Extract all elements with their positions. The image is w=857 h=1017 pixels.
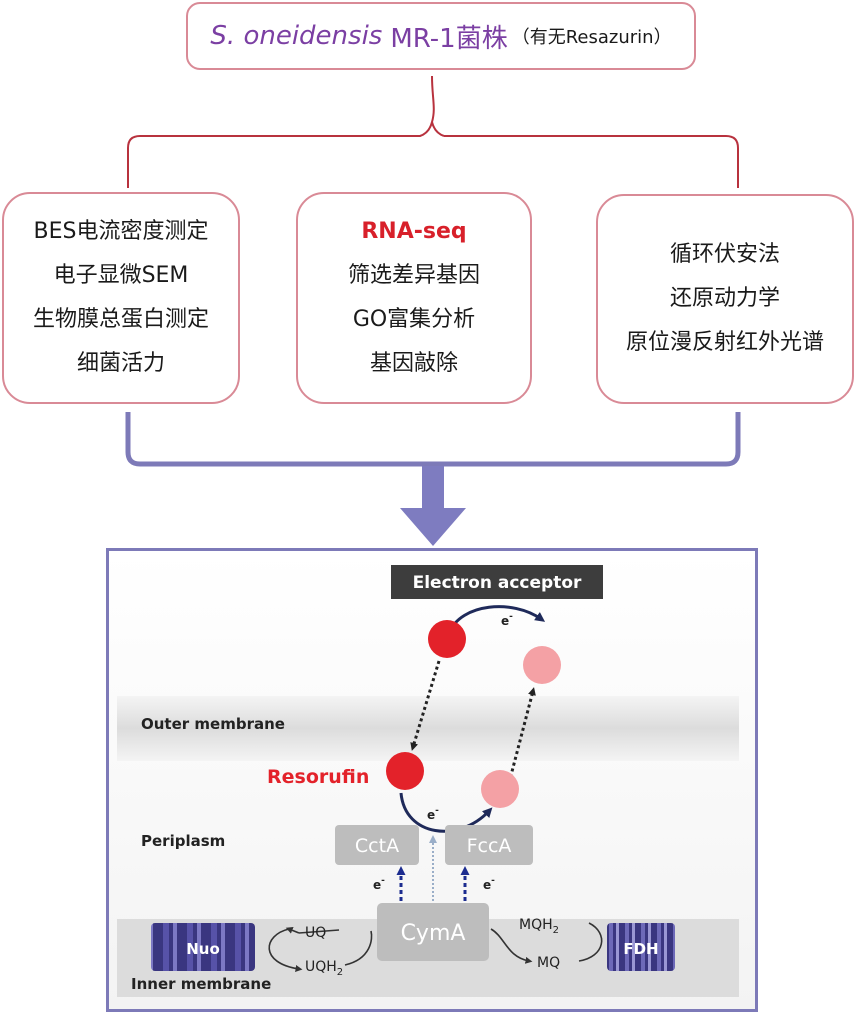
reduced-molecule	[481, 770, 519, 808]
method-item: 还原动力学	[669, 286, 780, 311]
outer-membrane-band	[117, 696, 739, 761]
mq-label: MQ	[537, 955, 560, 971]
spectroscopy-box: 循环伏安法 还原动力学 原位漫反射红外光谱	[596, 194, 854, 404]
electron-transfer-diagram: Electron acceptor e- Outer membrane Peri…	[106, 548, 758, 1012]
method-item: 电子显微SEM	[53, 263, 189, 288]
uq-line	[298, 929, 340, 934]
transcriptomics-box: RNA-seq 筛选差异基因 GO富集分析 基因敲除	[296, 192, 532, 404]
species-name: S. oneidensis	[210, 21, 383, 51]
strain-name: MR-1菌株	[390, 23, 508, 54]
method-item: 循环伏安法	[669, 242, 780, 267]
mq-cycle-right	[578, 922, 603, 962]
electron-acceptor-label: Electron acceptor	[413, 573, 582, 593]
method-item: 生物膜总蛋白测定	[32, 307, 209, 332]
method-item: 原位漫反射红外光谱	[625, 330, 824, 355]
down-arrow	[400, 466, 466, 546]
method-item-highlight: RNA-seq	[361, 219, 467, 244]
diagram-canvas: Electron acceptor e- Outer membrane Peri…	[109, 551, 755, 1009]
method-item: 筛选差异基因	[347, 263, 480, 288]
diffusion-arrow-down	[410, 660, 441, 751]
uq-cycle-left	[268, 928, 303, 972]
periplasm-label: Periplasm	[141, 832, 225, 850]
fdh-label: FDH	[623, 940, 658, 958]
electron-acceptor-header	[391, 565, 603, 599]
diffusion-arrow-up	[507, 687, 536, 784]
method-item: 基因敲除	[369, 351, 458, 376]
electron-label-mid: e-	[427, 806, 439, 822]
electron-label-right: e-	[483, 876, 495, 892]
connector-lines	[125, 75, 741, 546]
reduced-molecule-top	[523, 646, 561, 684]
mqh2-label: MQH2	[519, 917, 559, 936]
method-item: GO富集分析	[352, 307, 476, 332]
electrochem-box: BES电流密度测定 电子显微SEM 生物膜总蛋白测定 细菌活力	[2, 192, 240, 404]
nuo-complex	[151, 923, 255, 971]
cyma-protein	[377, 903, 489, 961]
uq-cycle-right	[344, 930, 373, 966]
bottom-cycle-arrow	[399, 792, 493, 833]
uq-arrowhead	[285, 927, 300, 934]
resorufin-label: Resorufin	[267, 766, 369, 788]
bottom-bracket	[125, 412, 741, 467]
resorufin-molecule-top	[428, 620, 466, 658]
method-item: 细菌活力	[76, 351, 165, 376]
nuo-label: Nuo	[186, 940, 220, 958]
inner-membrane-label: Inner membrane	[131, 975, 271, 993]
uqh2-label: UQH2	[305, 959, 343, 978]
electron-label-left: e-	[373, 876, 385, 892]
cyma-label: CymA	[401, 921, 466, 946]
fdh-complex	[607, 923, 675, 971]
fcca-protein	[445, 825, 533, 865]
outer-membrane-label: Outer membrane	[141, 715, 285, 733]
mq-cycle-left	[490, 928, 533, 964]
strain-title-box: S. oneidensis MR-1菌株 （有无Resazurin）	[186, 2, 696, 70]
condition-note: （有无Resazurin）	[511, 27, 672, 48]
top-bracket	[127, 75, 739, 188]
electron-label-top: e-	[501, 612, 513, 628]
ccta-protein	[335, 825, 419, 865]
ccta-label: CctA	[355, 835, 399, 857]
method-item: BES电流密度测定	[33, 219, 209, 244]
fcca-label: FccA	[467, 835, 512, 857]
resorufin-molecule	[386, 752, 424, 790]
uq-label: UQ	[305, 925, 326, 941]
